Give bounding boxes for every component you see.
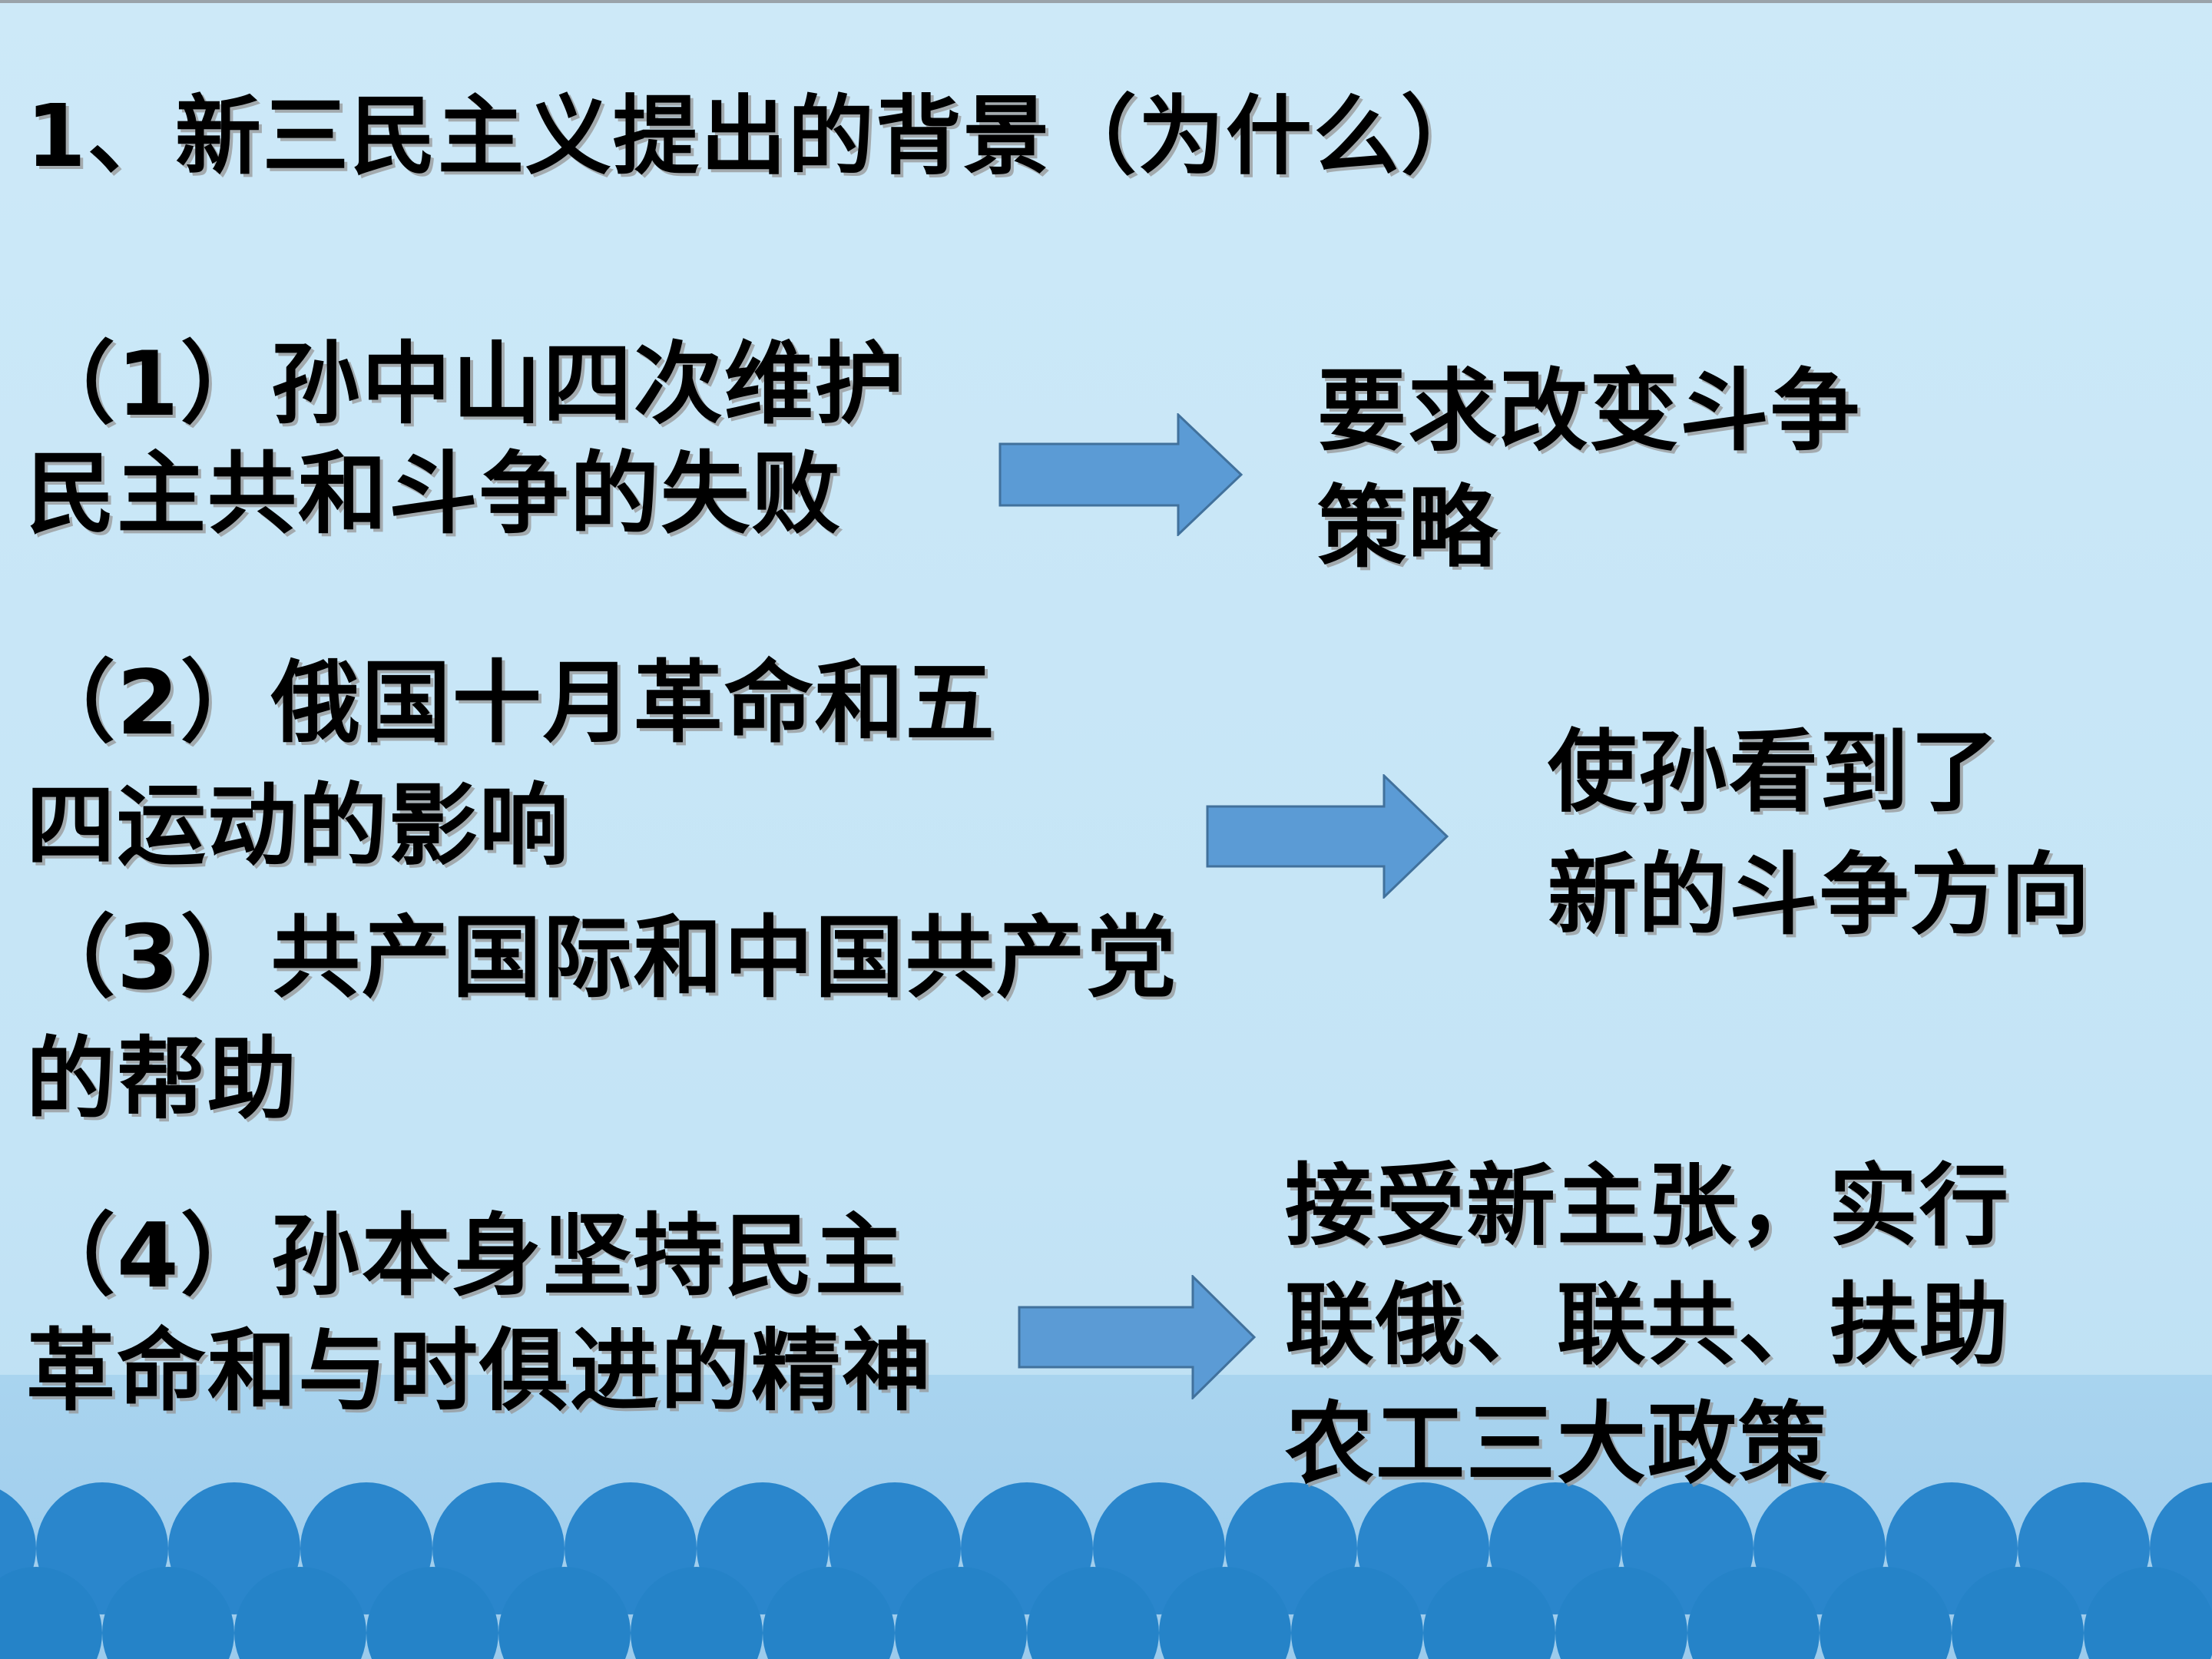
top-border: [0, 0, 2212, 3]
cause-3-line-2: 的帮助: [26, 1028, 298, 1131]
result-3-line-1: 接受新主张，实行: [1285, 1154, 2010, 1258]
cause-3-line-1: （3）共产国际和中国共产党: [26, 906, 1177, 1010]
cause-4-line-2: 革命和与时俱进的精神: [26, 1320, 932, 1423]
slide-title: 1、新三民主义提出的背景（为什么）: [26, 87, 1488, 187]
result-2-line-1: 使孙看到了: [1548, 720, 2001, 824]
cause-4-line-1: （4）孙本身坚持民主: [26, 1204, 906, 1308]
right-arrow-icon: [1206, 774, 1449, 899]
result-1-line-1: 要求改变斗争: [1317, 359, 1861, 463]
result-1-line-2: 策略: [1317, 476, 1498, 580]
right-arrow-icon: [998, 413, 1243, 536]
result-2-line-2: 新的斗争方向: [1548, 843, 2091, 947]
result-3-line-2: 联俄、联共、扶助: [1285, 1273, 2010, 1377]
cause-2-line-2: 四运动的影响: [26, 774, 570, 878]
cause-1-line-1: （1）孙中山四次维护: [26, 333, 906, 436]
cause-1-line-2: 民主共和斗争的失败: [26, 442, 842, 546]
cause-2-line-1: （2）俄国十月革命和五: [26, 651, 996, 755]
right-arrow-icon: [1018, 1275, 1257, 1399]
wave-scales-decoration: [0, 1482, 2212, 1659]
result-3-line-3: 农工三大政策: [1285, 1392, 1829, 1496]
